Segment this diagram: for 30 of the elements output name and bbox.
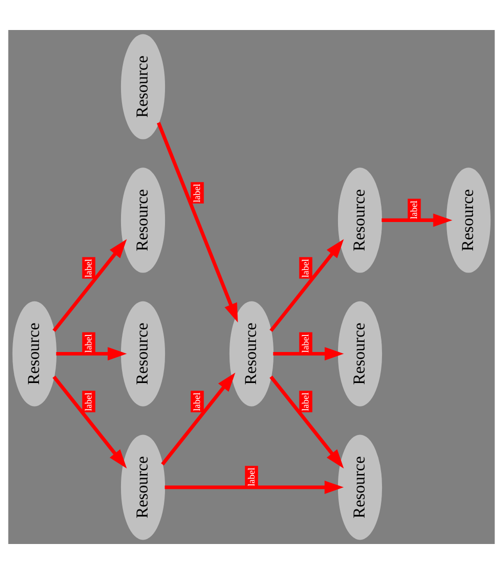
node-ellipse: Resource — [120, 168, 166, 273]
edge-label: label — [193, 184, 204, 202]
arrow — [156, 122, 238, 322]
arrow — [270, 239, 344, 332]
edge-label: label — [193, 392, 204, 411]
arrow — [52, 239, 127, 332]
edge-label: label — [302, 258, 312, 278]
node-ellipse: Resource — [446, 168, 491, 273]
node-ellipse: Resource — [338, 168, 382, 273]
edge-label: label — [247, 468, 258, 486]
edge-label: label — [84, 334, 95, 353]
edge-label: label — [84, 392, 95, 411]
node-ellipse: Resource — [120, 301, 166, 406]
arrow — [382, 214, 452, 227]
arrow — [270, 376, 344, 468]
node-ellipse: Resource — [338, 434, 382, 540]
arrow — [56, 347, 127, 360]
node-ellipse: Resource — [12, 301, 57, 406]
node-ellipse: Resource — [229, 301, 274, 406]
node-ellipse: Resource — [338, 301, 382, 406]
node-ellipse: Resource — [120, 434, 166, 540]
arrow — [164, 480, 344, 494]
edge-label: label — [302, 392, 312, 411]
edge-label: label — [84, 258, 95, 278]
arrow — [161, 372, 236, 466]
arrow — [273, 347, 344, 360]
arrow — [52, 376, 127, 468]
edge-label: label — [302, 334, 312, 353]
edge-label: label — [410, 200, 420, 220]
node-ellipse: Resource — [120, 34, 166, 140]
